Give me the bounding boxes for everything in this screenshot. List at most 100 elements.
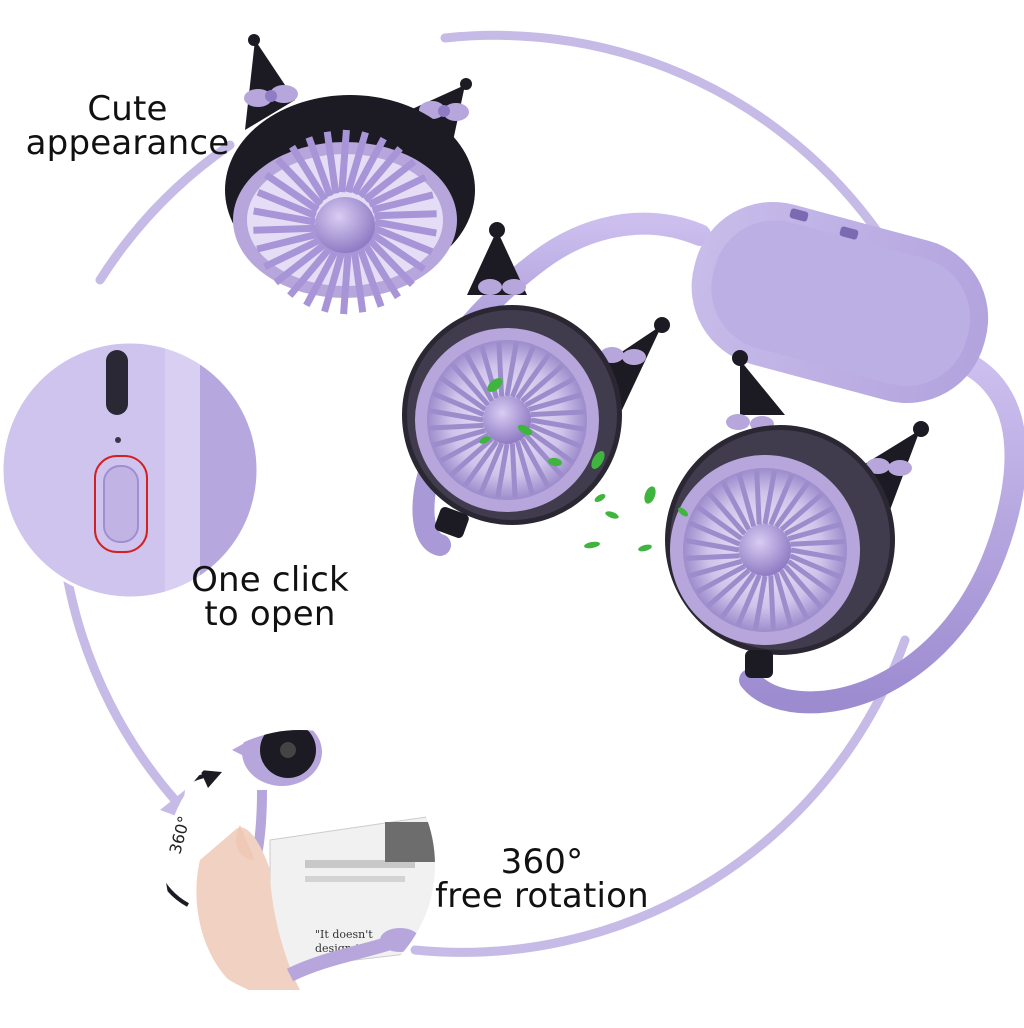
fan-blade (256, 230, 319, 253)
fan-blade (351, 136, 387, 196)
caption-rotation-line-1: 360° (500, 842, 584, 882)
fan-blade (779, 491, 824, 532)
fan-blade (754, 470, 762, 525)
fan-blade (367, 174, 427, 208)
fan-blade (787, 521, 842, 542)
fan-blade (706, 491, 747, 536)
fan-blade (350, 250, 367, 313)
fan-blade (264, 171, 320, 213)
fan-blade (340, 251, 352, 315)
fan-blade (510, 345, 536, 398)
caption-click-line-2: to open (204, 594, 336, 634)
fan-blade (432, 428, 487, 448)
fan-blade (779, 569, 810, 620)
fan-blade (504, 342, 519, 397)
caption-rotation-line-2: free rotation (435, 876, 649, 916)
fan-blade (373, 224, 434, 256)
fan-blade (374, 218, 437, 237)
fan-blade (450, 362, 491, 407)
fan-blade (736, 473, 757, 528)
fan-blade (439, 432, 490, 464)
fan-blade (783, 564, 824, 609)
fan-blade (527, 428, 575, 465)
fan-blade (509, 443, 518, 498)
caption-click-line-1: One click (191, 560, 349, 600)
fan-blade (303, 248, 339, 308)
fan-blade (305, 136, 334, 198)
fan-blade (735, 574, 762, 627)
fan-blade (696, 504, 744, 541)
fan-blade (695, 564, 746, 595)
fan-blade (524, 376, 575, 408)
rotation-inset: "It doesn't design to 360° (165, 730, 435, 1000)
fan-blade (463, 352, 495, 403)
fan-blade (253, 224, 316, 234)
fan-blade (275, 156, 324, 207)
fan-blade (362, 158, 417, 203)
usb-c-port (106, 350, 128, 415)
fan-blade (786, 559, 834, 596)
fan-blade (362, 242, 401, 300)
fan-blade (762, 470, 778, 525)
fan-blade (773, 572, 794, 627)
fan-blade (688, 520, 741, 547)
fan-blade (520, 363, 565, 404)
fan-blade (768, 575, 776, 630)
fan-blade (429, 422, 484, 431)
fan-blade (495, 443, 510, 498)
fan-blade (273, 241, 328, 286)
fan-blade (371, 191, 434, 214)
fan-blade (323, 131, 340, 194)
fan-blade (366, 237, 415, 288)
fan-blade (527, 392, 582, 412)
fan-blade (519, 437, 551, 488)
fan-blade (774, 481, 811, 529)
fan-blade (287, 245, 333, 298)
fan-blade (432, 391, 485, 417)
fan-blade (768, 473, 795, 526)
power-button (94, 455, 148, 553)
caption-one-click: One click to open (180, 563, 360, 631)
fan-blade (790, 547, 845, 563)
fan-blade (356, 246, 385, 308)
fan-blade (289, 144, 328, 202)
fan-blade (789, 553, 842, 580)
caption-cute-line-1: Cute (87, 89, 168, 129)
fan-blade (478, 442, 504, 495)
fan-blade (449, 436, 494, 477)
fan-blade (784, 505, 835, 536)
fan-blade (720, 480, 751, 531)
fan-blade (429, 408, 484, 423)
book-line-1: "It doesn't (315, 928, 373, 941)
neck-fan-product (402, 201, 1024, 714)
fan-blade (530, 417, 585, 432)
fan-blade (515, 440, 535, 495)
fan-blade (263, 236, 323, 270)
cat-ear-fan-head (225, 34, 475, 315)
fan-blade (253, 207, 316, 226)
fan-blade (338, 129, 350, 193)
fan-blade (357, 146, 403, 199)
fan-blade (439, 375, 487, 412)
fan-blade (370, 231, 426, 273)
caption-free-rotation: 360° free rotation (428, 845, 656, 913)
fan-blade (706, 568, 751, 609)
fan-blade (685, 553, 740, 561)
caption-cute-appearance: Cute appearance (20, 92, 235, 160)
fan-blade (529, 423, 582, 449)
fan-blade (685, 537, 740, 553)
fan-blade (374, 210, 437, 220)
fan-blade (790, 539, 845, 547)
fan-blade (321, 250, 346, 313)
leaf-particles (479, 378, 688, 552)
fan-blade (462, 440, 499, 488)
fan-blade (523, 433, 564, 478)
fan-blade (344, 131, 369, 194)
fan-blade (530, 409, 585, 418)
fan-blade (688, 558, 743, 579)
fan-blade (496, 342, 505, 397)
fan-blade (719, 571, 756, 619)
decorative-ring (54, 30, 910, 957)
